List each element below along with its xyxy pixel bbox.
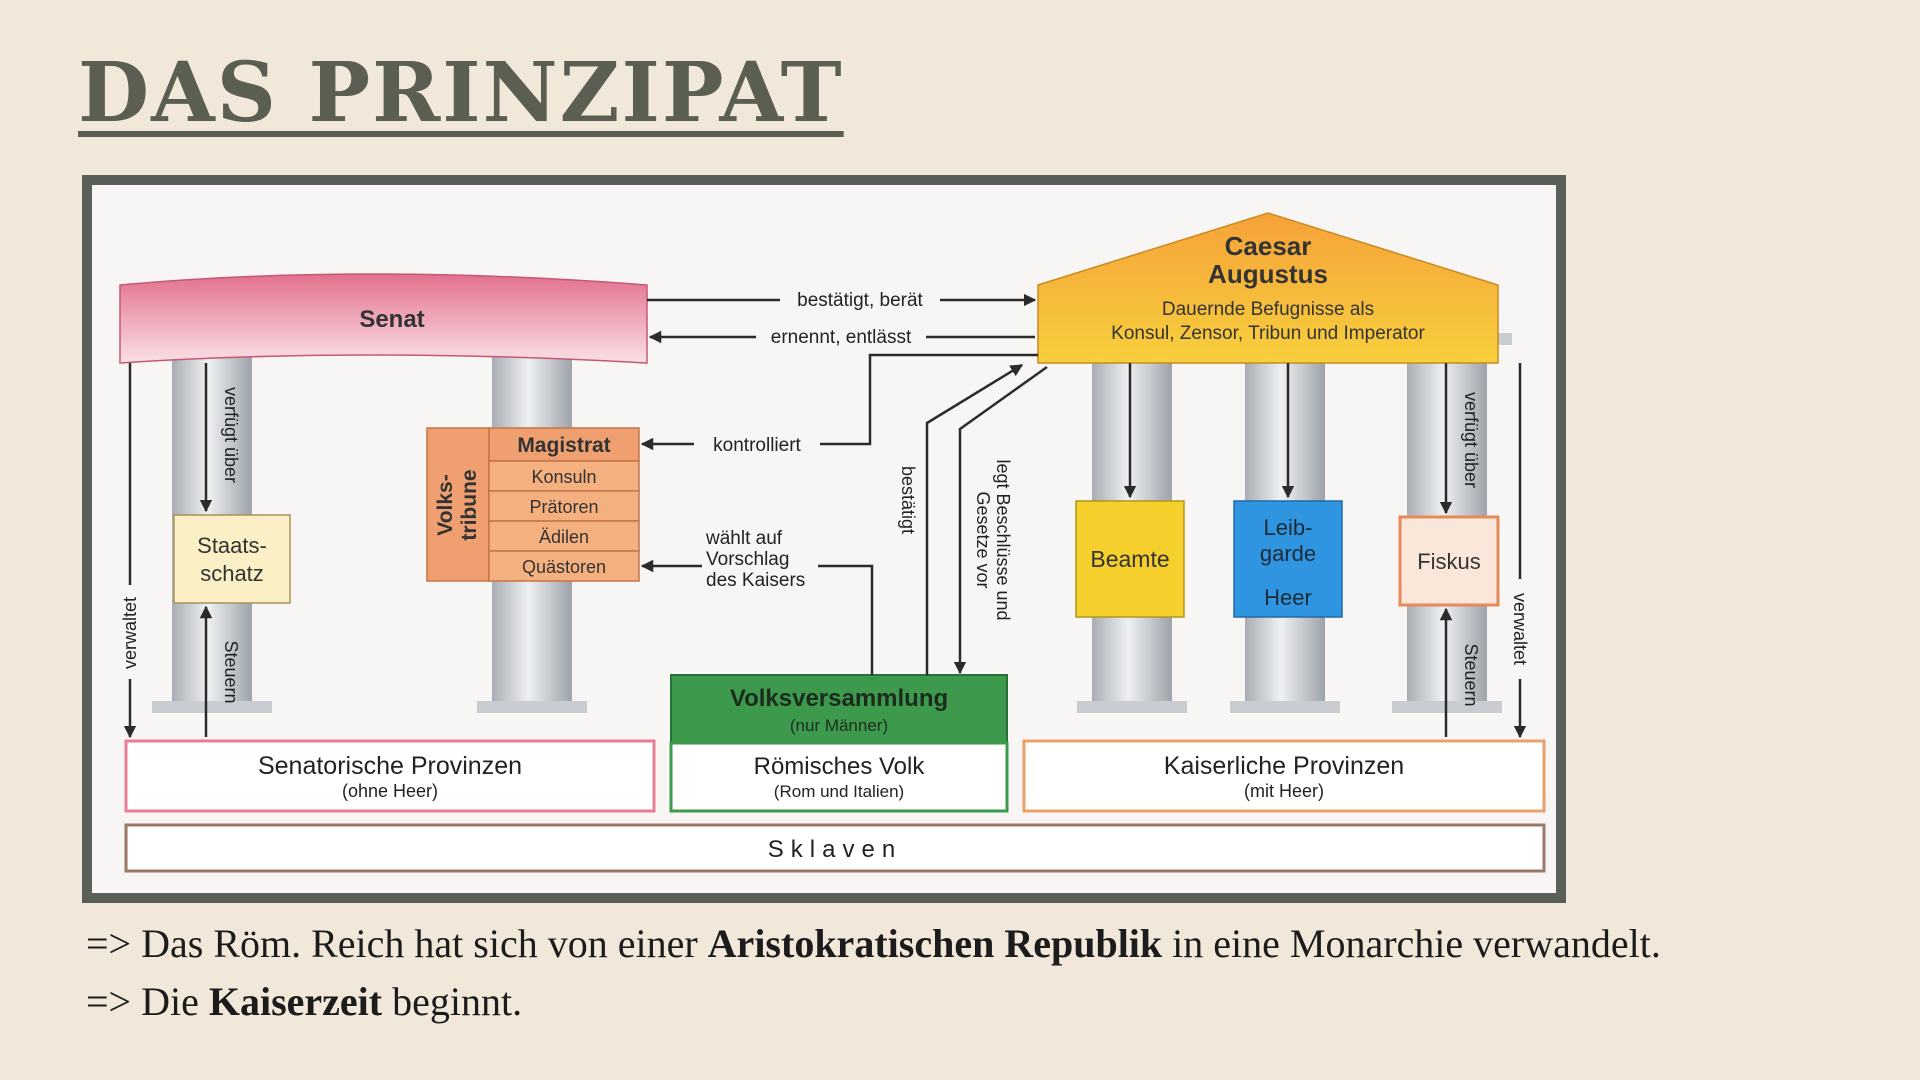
label-controls: kontrolliert <box>713 435 801 456</box>
fiskus-label: Fiskus <box>1417 549 1481 574</box>
diagram-frame: Senat Caesar Augustus Dauernde Befugniss… <box>82 175 1566 903</box>
summary-line-2-start: => Die <box>86 979 209 1024</box>
officials-box <box>1075 500 1185 618</box>
imperial-provinces-box <box>1022 739 1546 813</box>
label-confirms-advises: bestätigt, berät <box>797 290 923 311</box>
label-emperor-administers: verwaltet <box>1510 593 1530 665</box>
treasury-label-line2: schatz <box>200 561 264 586</box>
summary-line-2-bold: Kaiserzeit <box>208 979 383 1024</box>
label-emperor-disposes: verfügt über <box>1461 392 1481 488</box>
emperor-powers-line1: Dauernde Befugnisse als <box>1162 299 1374 320</box>
magistrate-header-label: Magistrat <box>517 434 610 457</box>
treasury-box <box>173 514 291 604</box>
senatorial-provinces-label: Senatorische Provinzen <box>258 752 522 780</box>
label-elects-line1: wählt auf <box>705 528 783 549</box>
label-confirms: bestätigt <box>898 466 918 534</box>
tribunes-label-line1: Volks- <box>434 474 457 535</box>
tribunes-box <box>426 427 490 582</box>
people-box <box>669 741 1009 813</box>
label-emperor-taxes: Steuern <box>1461 643 1481 706</box>
slaves-box <box>124 823 1546 873</box>
summary-line-2-end: beginnt. <box>382 979 523 1024</box>
magistrate-office-row <box>488 460 640 492</box>
officials-label: Beamte <box>1090 546 1169 572</box>
label-elects-line2: Vorschlag <box>706 549 789 570</box>
prinzipat-diagram: Senat Caesar Augustus Dauernde Befugniss… <box>92 185 1556 893</box>
assembly-note: (nur Männer) <box>790 716 888 735</box>
senatorial-provinces-note: (ohne Heer) <box>342 781 438 801</box>
arrow-proposes-laws <box>953 365 1048 675</box>
summary-line-1-end: in eine Monarchie verwandelt. <box>1162 921 1661 966</box>
slaves-label: Sklaven <box>768 836 902 863</box>
guard-box <box>1233 500 1343 618</box>
treasury-label-line1: Staats- <box>197 533 267 558</box>
assembly-box <box>670 674 1008 744</box>
senate-block <box>119 273 648 364</box>
label-senate-taxes: Steuern <box>221 640 241 703</box>
magistrate-office-row <box>488 550 640 582</box>
summary-line-2: => Die Kaiserzeit beginnt. <box>86 973 1661 1031</box>
people-label: Römisches Volk <box>754 753 926 780</box>
magistrate-office-label: Quästoren <box>522 557 606 577</box>
magistrate-office-label: Prätoren <box>529 497 598 517</box>
summary-text: => Das Röm. Reich hat sich von einer Ari… <box>86 915 1661 1031</box>
senate-label: Senat <box>359 306 424 333</box>
magistrate-office-label: Konsuln <box>531 467 596 487</box>
page-title: DAS PRINZIPAT <box>78 45 844 141</box>
label-appoints-dismisses: ernennt, entlässt <box>771 327 912 348</box>
magistrate-office-row <box>488 520 640 552</box>
magistrate-office-row <box>488 490 640 522</box>
guard-label-line1: Leib- <box>1264 515 1313 540</box>
senatorial-provinces-box <box>124 739 656 813</box>
army-label: Heer <box>1264 585 1312 610</box>
tribunes-label-line2: tribune <box>458 469 481 540</box>
summary-line-1-start: => Das Röm. Reich hat sich von einer <box>86 921 708 966</box>
assembly-label: Volksversammlung <box>730 685 948 712</box>
magistrate-office-label: Ädilen <box>539 527 589 547</box>
emperor-name-line2: Augustus <box>1208 259 1328 289</box>
emperor-name-line1: Caesar <box>1225 231 1312 261</box>
label-elects-line3: des Kaisers <box>706 570 805 591</box>
imperial-provinces-note: (mit Heer) <box>1244 781 1324 801</box>
imperial-provinces-label: Kaiserliche Provinzen <box>1164 752 1404 780</box>
magistrate-header <box>488 427 640 462</box>
label-senate-administers: verwaltet <box>120 597 140 669</box>
emperor-powers-line2: Konsul, Zensor, Tribun und Imperator <box>1111 323 1425 344</box>
summary-line-1-bold: Aristokratischen Republik <box>707 921 1163 966</box>
emperor-block <box>1037 212 1499 364</box>
label-proposes-line2: Gesetze vor <box>973 491 993 588</box>
arrow-assembly-confirms <box>925 363 1024 675</box>
summary-line-1: => Das Röm. Reich hat sich von einer Ari… <box>86 915 1661 973</box>
fiskus-box <box>1398 515 1500 607</box>
guard-label-line2: garde <box>1260 541 1316 566</box>
label-senate-disposes: verfügt über <box>221 387 241 483</box>
label-proposes-line1: legt Beschlüsse und <box>993 459 1013 620</box>
people-note: (Rom und Italien) <box>774 782 904 801</box>
